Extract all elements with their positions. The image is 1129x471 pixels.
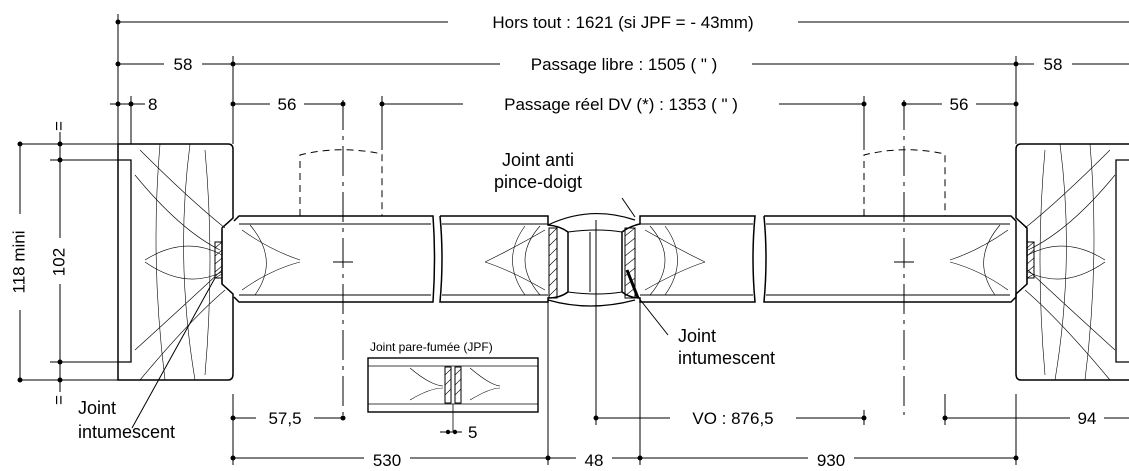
label-anti-pinch-2: pince-doigt	[494, 172, 582, 192]
door-leaf-left	[221, 215, 436, 303]
label-intumescent-left-1: Joint	[78, 398, 116, 418]
pivot-axes	[333, 100, 914, 415]
dimension-ticks	[17, 19, 1019, 461]
label-anti-pinch-1: Joint anti	[502, 150, 574, 170]
dim-rebate: 8	[148, 95, 157, 114]
dim-jpf-gap: 5	[468, 423, 477, 442]
open-leaf-ghosts	[299, 149, 946, 216]
dimension-text: Hors tout : 1621 (si JPF = - 43mm) 58 Pa…	[9, 10, 1104, 470]
dim-right-offset: 94	[1078, 409, 1097, 428]
label-intumescent-center-1: Joint	[678, 326, 716, 346]
dim-vo: VO : 876,5	[692, 409, 773, 428]
smoke-seal-detail	[367, 357, 539, 432]
dim-height-rebate: 102	[49, 248, 68, 276]
dim-leaf-large: 930	[817, 451, 845, 470]
dim-equal-top: =	[49, 121, 68, 131]
dim-meeting-gap: 48	[585, 451, 604, 470]
label-smoke-seal: Joint pare-fumée (JPF)	[370, 340, 493, 354]
dim-overall: Hors tout : 1621 (si JPF = - 43mm)	[492, 13, 753, 32]
dim-height-total: 118 mini	[9, 231, 28, 294]
label-intumescent-center-2: intumescent	[678, 348, 775, 368]
dim-frame-right: 58	[1044, 55, 1063, 74]
dimension-lines	[19, 14, 1129, 465]
dim-equal-bottom: =	[49, 395, 68, 405]
dim-hinge-offset: 57,5	[268, 409, 301, 428]
door-leaf-left-meeting	[439, 215, 569, 303]
annotation-text: Joint anti pince-doigt Joint intumescent…	[78, 150, 775, 442]
door-leaf-right	[763, 215, 1028, 303]
dim-leaf-edge-left: 56	[278, 95, 297, 114]
dim-real-passage: Passage réel DV (*) : 1353 ( " )	[504, 95, 738, 114]
door-leaf-right-meeting	[621, 215, 756, 303]
label-intumescent-left-2: intumescent	[78, 422, 175, 442]
frame-right	[1015, 143, 1129, 381]
anti-pinch-joint	[547, 213, 636, 307]
frame-left	[117, 143, 234, 381]
dim-frame-left: 58	[174, 55, 193, 74]
dim-leaf-edge-right: 56	[950, 95, 969, 114]
dim-clear-passage: Passage libre : 1505 ( " )	[531, 55, 718, 74]
dim-leaf-small: 530	[373, 451, 401, 470]
